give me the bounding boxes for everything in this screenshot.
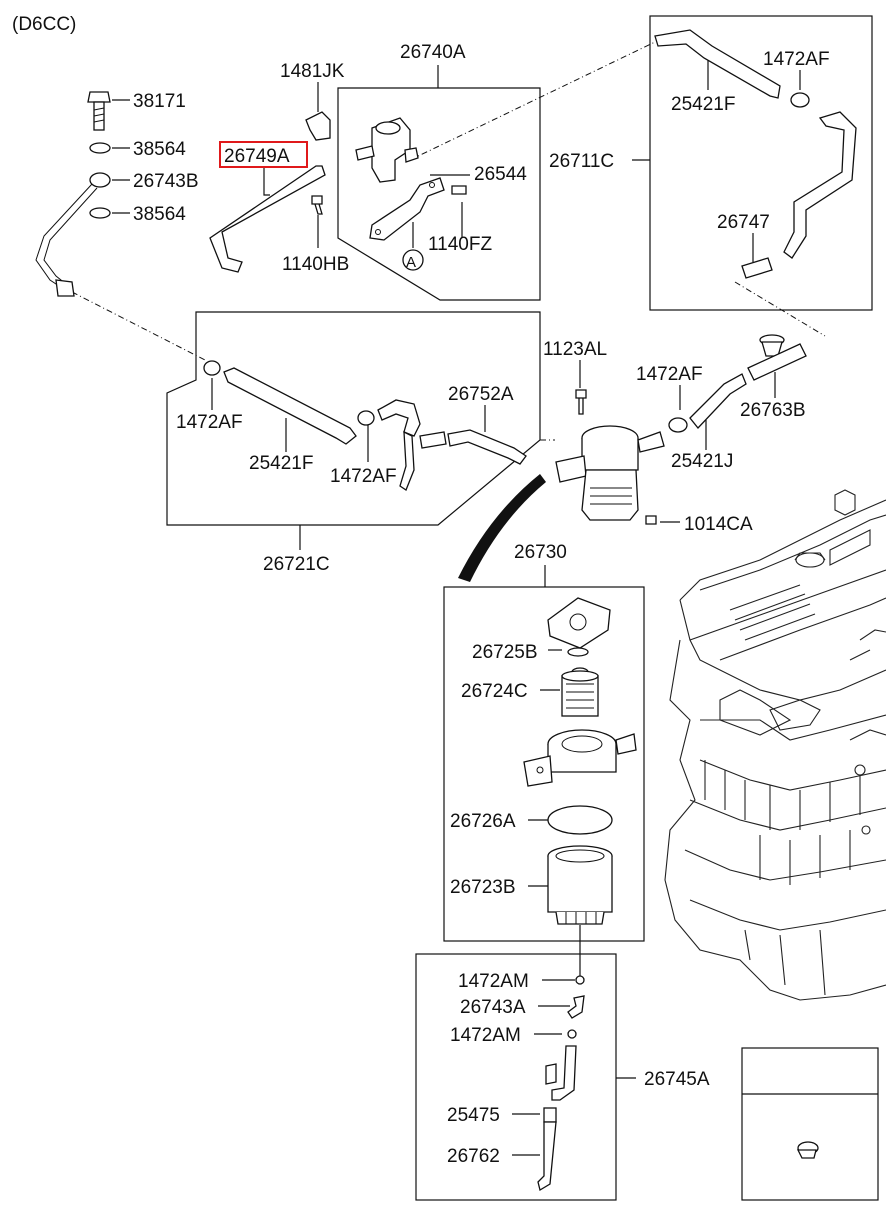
hose-group-box-26711C [649, 15, 873, 311]
highlight-box [219, 141, 308, 168]
hose-26749A-shape [209, 165, 326, 273]
part-label-38564-b[interactable]: 38564 [133, 204, 186, 225]
bolt-1123AL-shape [575, 389, 587, 415]
kit-box [741, 1047, 879, 1201]
hose-26721C-shape [203, 360, 527, 491]
clamp-1472AF-top-shape [790, 92, 810, 108]
bolt-38171-shape [87, 91, 111, 131]
part-label-26724C[interactable]: 26724C [461, 681, 528, 702]
part-label-1140HB[interactable]: 1140HB [282, 254, 349, 275]
part-label-26544[interactable]: 26544 [474, 164, 527, 185]
cap-26763B-shape [747, 334, 807, 381]
filter-element-26724C-shape [561, 667, 599, 717]
cartridge-26723B-shape [547, 845, 613, 925]
part-label-38171[interactable]: 38171 [133, 91, 186, 112]
part-label-26762[interactable]: 26762 [447, 1146, 500, 1167]
part-label-26740A[interactable]: 26740A [400, 42, 466, 63]
filter-assembly-shape [555, 425, 665, 525]
valve-26740A-shape [355, 117, 467, 271]
part-label-25421J[interactable]: 25421J [671, 451, 733, 472]
hose-25421J-shape [689, 373, 747, 429]
part-label-1472AF-right[interactable]: 1472AF [636, 364, 703, 385]
engine-code-label: (D6CC) [12, 14, 76, 35]
part-label-38564-a[interactable]: 38564 [133, 139, 186, 160]
hose-group-box-26721C [166, 311, 541, 526]
part-label-26726A[interactable]: 26726A [450, 811, 516, 832]
bolt-1140HB-shape [311, 195, 323, 215]
part-label-26711C[interactable]: 26711C [549, 151, 614, 172]
part-label-26730[interactable]: 26730 [514, 542, 567, 563]
hose-25421F-top-shape [654, 29, 781, 99]
part-label-26752A[interactable]: 26752A [448, 384, 514, 405]
part-label-1123AL[interactable]: 1123AL [543, 339, 607, 360]
part-label-26721C[interactable]: 26721C [263, 554, 330, 575]
curved-arrow [458, 474, 546, 582]
part-label-1014CA[interactable]: 1014CA [684, 514, 753, 535]
part-label-1481JK[interactable]: 1481JK [280, 61, 345, 82]
part-label-26747[interactable]: 26747 [717, 212, 770, 233]
labels: (D6CC) 38171 38564 26743B 38564 26749A 1… [12, 14, 830, 1167]
filter-group-box-26730 [443, 586, 645, 942]
group-boxes [166, 15, 879, 1201]
pipe-26743B-shape [35, 172, 111, 297]
engine-block-illustration [664, 489, 886, 1001]
valve-group-box [337, 87, 541, 301]
filter-housing-shape [523, 729, 637, 787]
part-label-1472AF-top[interactable]: 1472AF [763, 49, 830, 70]
gasket-26726A-shape [547, 805, 613, 835]
clamp-1481JK-shape [305, 111, 331, 141]
clamp-1472AF-right-shape [668, 417, 688, 433]
part-label-25421F-mid[interactable]: 25421F [249, 453, 313, 474]
part-label-1472AF-mid[interactable]: 1472AF [330, 466, 397, 487]
part-label-25421F-top[interactable]: 25421F [671, 94, 735, 115]
part-label-1472AF-left[interactable]: 1472AF [176, 412, 243, 433]
part-label-25475[interactable]: 25475 [447, 1105, 500, 1126]
washer-38564-b [89, 207, 111, 219]
part-shapes [35, 29, 857, 1192]
part-label-26743B[interactable]: 26743B [133, 171, 199, 192]
part-label-26725B[interactable]: 26725B [472, 642, 538, 663]
part-label-26763B[interactable]: 26763B [740, 400, 806, 421]
drain-group-box-26745A [415, 953, 617, 1201]
callout-A-label: A [406, 254, 416, 271]
drain-assembly-shape [537, 975, 585, 1192]
connector-26747-shape [741, 257, 773, 279]
leader-lines [71, 41, 826, 1156]
part-label-26745A[interactable]: 26745A [644, 1069, 710, 1090]
hose-26711C-shape [783, 111, 857, 259]
part-label-26749A[interactable]: 26749A [224, 146, 290, 167]
part-label-26723B[interactable]: 26723B [450, 877, 516, 898]
part-label-26743A[interactable]: 26743A [460, 997, 526, 1018]
part-label-1472AM-b[interactable]: 1472AM [450, 1025, 521, 1046]
part-label-1140FZ[interactable]: 1140FZ [428, 234, 492, 255]
washer-38564-a [89, 142, 111, 154]
part-label-1472AM-a[interactable]: 1472AM [458, 971, 529, 992]
kit-part-icon [796, 1141, 819, 1159]
cap-26725B-shape [547, 597, 611, 657]
